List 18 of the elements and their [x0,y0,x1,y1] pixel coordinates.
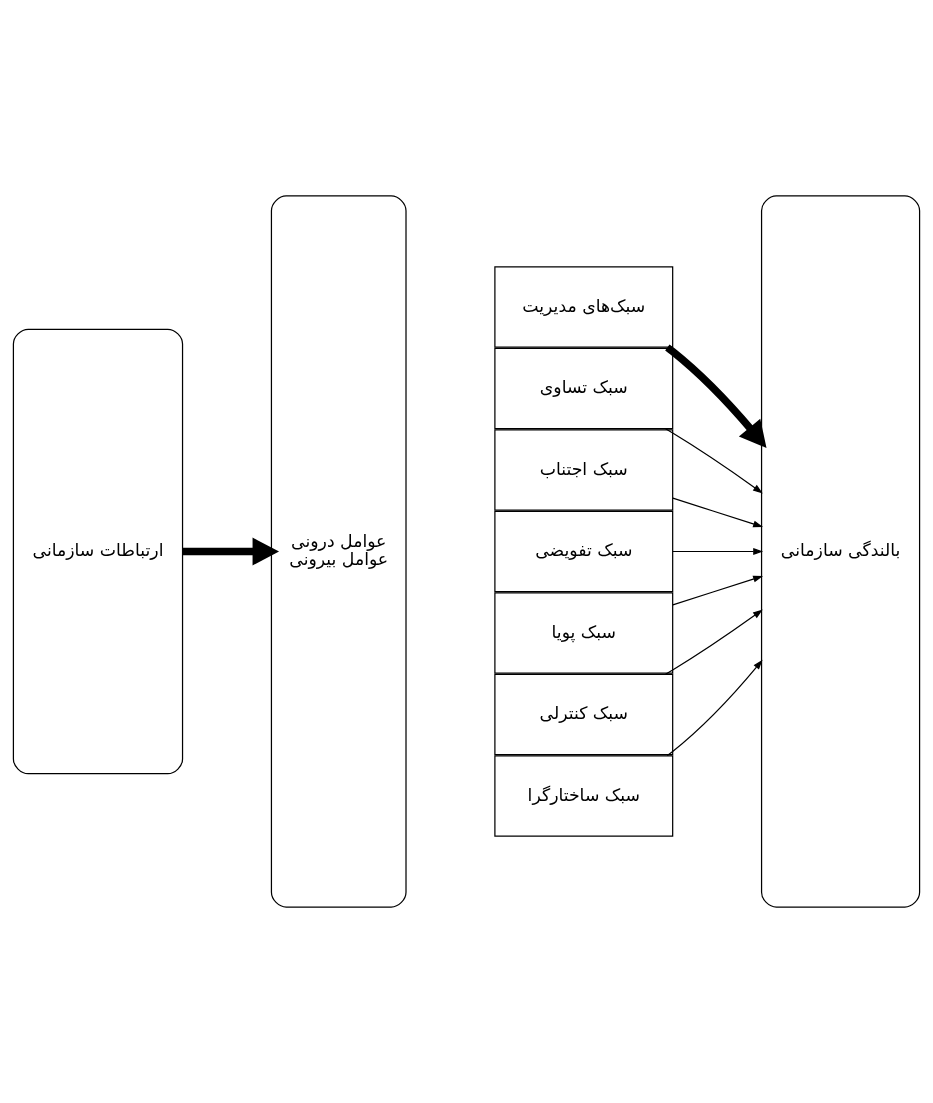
arrow [672,548,764,555]
node-box: سبک‌های مدیریت [494,266,674,348]
node-box: سبک کنترلی [494,673,674,756]
node-box: سبک تساوی [494,347,674,430]
node-box: سبک ساختارگرا [494,755,674,837]
node-box: ارتباطات سازمانی [12,328,184,775]
arrow [665,344,767,448]
node-box: سبک پویا [494,592,674,674]
node-box: بالندگی سازمانی [760,195,921,908]
arrow [672,497,764,528]
node-box: سبک اجتناب [494,429,674,511]
node-box: عوامل درونی عوامل بیرونی [270,195,407,908]
arrow [664,428,763,494]
arrow [672,575,764,606]
arrow [664,609,763,675]
node-box: سبک تفویضی [494,510,674,593]
arrow [182,537,280,566]
arrow [666,659,763,757]
